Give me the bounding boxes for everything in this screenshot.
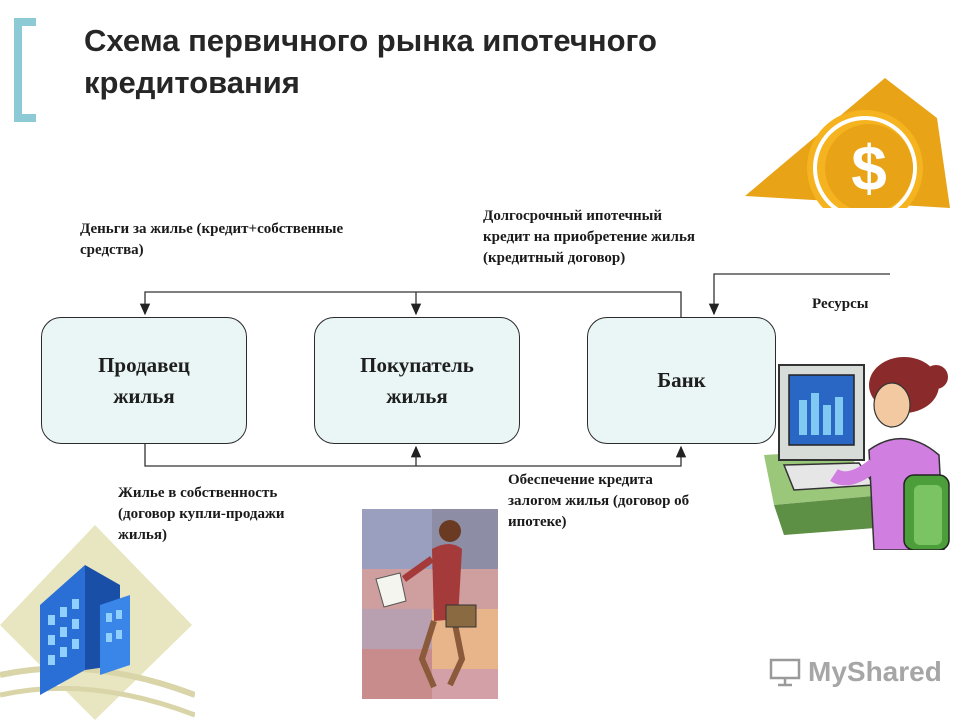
title-bracket xyxy=(14,18,36,122)
bank-label: Банк xyxy=(657,368,706,392)
buyer-label: Покупатель жилья xyxy=(360,352,474,408)
buyer-node: Покупатель жилья xyxy=(314,317,520,444)
svg-text:$: $ xyxy=(851,132,887,204)
slide-title: Схема первичного рынка ипотечного кредит… xyxy=(84,23,657,100)
bank-node: Банк xyxy=(587,317,776,444)
watermark-text: MyShared xyxy=(808,656,942,687)
dollar-coin-icon: $ xyxy=(745,78,950,208)
resources-label: Ресурсы xyxy=(812,296,869,312)
office-buildings-icon xyxy=(0,525,195,720)
credit-label: Долгосрочный ипотечный кредит на приобре… xyxy=(483,208,696,266)
myshared-watermark: MyShared xyxy=(768,654,942,690)
money-label: Деньги за жилье (кредит+собственные сред… xyxy=(80,221,344,258)
ownership-label: Жилье в собственность (договор купли-про… xyxy=(118,485,285,543)
woman-at-computer-icon xyxy=(764,357,950,550)
seller-node: Продавец жилья xyxy=(41,317,247,444)
woman-with-briefcase-image xyxy=(362,509,498,699)
collateral-label: Обеспечение кредита залогом жилья (догов… xyxy=(508,472,690,530)
seller-label: Продавец жилья xyxy=(98,352,190,408)
presentation-icon xyxy=(769,658,801,687)
